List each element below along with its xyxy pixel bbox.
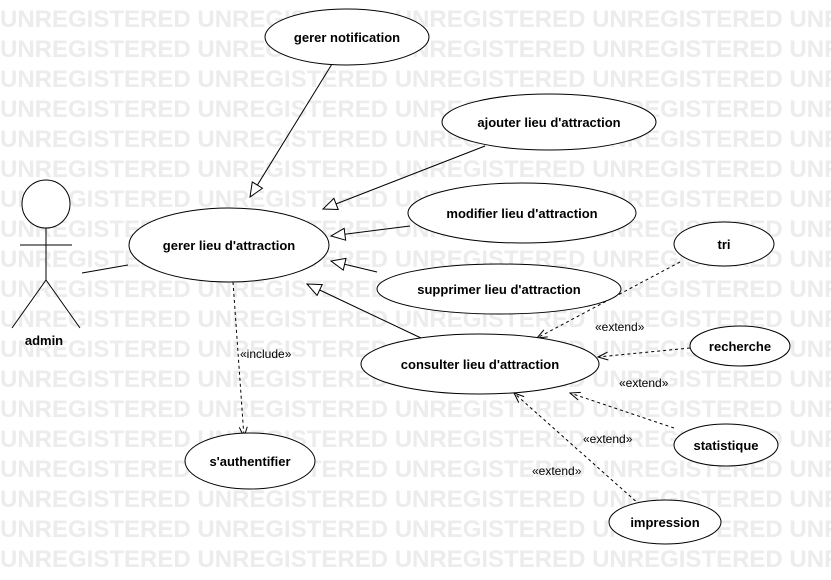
generalization-ajouter [323,145,486,209]
usecase-impression[interactable]: impression [608,499,722,545]
usecase-tri[interactable]: tri [673,221,775,267]
extend-recherche-label: «extend» [619,376,669,390]
usecase-label: modifier lieu d'attraction [446,206,597,221]
usecase-consulter[interactable]: consulter lieu d'attraction [360,333,600,395]
usecase-label: consulter lieu d'attraction [401,357,559,372]
usecase-modifier[interactable]: modifier lieu d'attraction [407,182,637,244]
actor-admin[interactable]: admin [11,179,81,348]
usecase-label: tri [718,237,731,252]
extend-impression-label: «extend» [532,464,582,478]
include-label: «include» [240,347,292,361]
generalization-notification [250,63,333,197]
extend-statistique-label: «extend» [583,432,633,446]
usecase-label: statistique [693,438,758,453]
usecase-label: recherche [709,339,771,354]
usecase-gerer-notification[interactable]: gerer notification [264,8,430,66]
extend-tri-label: «extend» [595,320,645,334]
actor-head [21,179,71,229]
association-admin-gerer-lieu [81,264,129,274]
actor-right-leg [45,279,81,329]
usecase-label: ajouter lieu d'attraction [477,115,620,130]
generalization-supprimer [331,261,378,273]
usecase-label: impression [630,515,699,530]
usecase-recherche[interactable]: recherche [689,325,791,367]
usecase-ajouter[interactable]: ajouter lieu d'attraction [441,93,657,151]
usecase-supprimer[interactable]: supprimer lieu d'attraction [376,263,622,315]
actor-label: admin [25,333,63,348]
extend-statistique-arrow [570,393,675,429]
usecase-label: gerer notification [294,30,400,45]
include-arrow [232,281,244,437]
usecase-label: gerer lieu d'attraction [163,238,295,253]
extend-impression-arrow [514,393,641,506]
usecase-label: supprimer lieu d'attraction [417,282,581,297]
usecase-statistique[interactable]: statistique [673,423,779,467]
extend-recherche-arrow [598,347,691,357]
usecase-gerer-lieu[interactable]: gerer lieu d'attraction [128,207,330,283]
usecase-authentifier[interactable]: s'authentifier [184,432,316,490]
generalization-modifier [331,225,411,236]
usecase-label: s'authentifier [209,454,290,469]
actor-left-leg [11,279,47,329]
generalization-consulter [307,284,422,339]
